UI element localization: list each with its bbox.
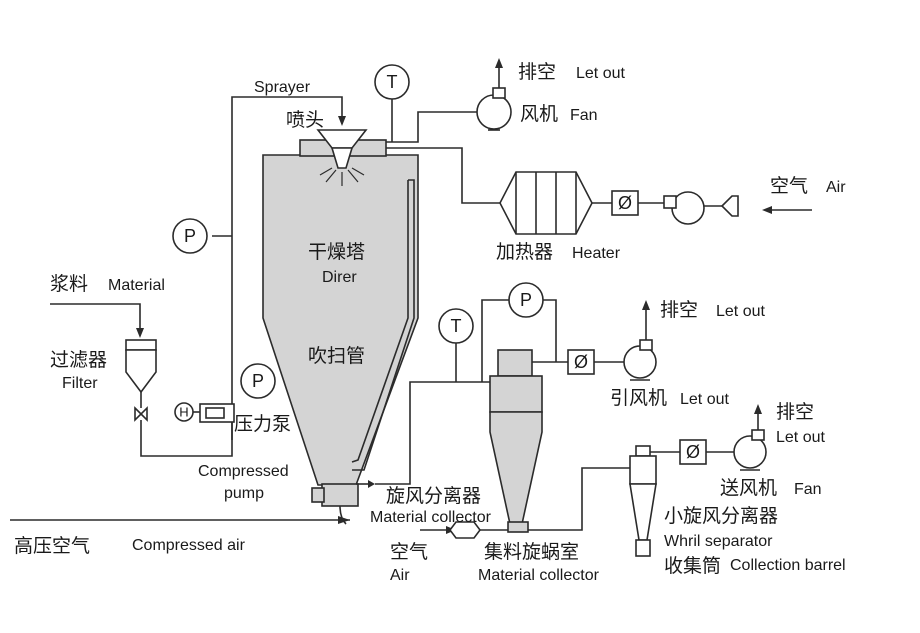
pressure-gauge-cyclone <box>508 282 544 318</box>
label-pump-en2: pump <box>224 485 264 502</box>
label-cyclone-en: Material collector <box>370 509 492 526</box>
label-cyclone-zh: 旋风分离器 <box>386 485 481 507</box>
material-line <box>50 303 141 330</box>
letout-right-arrow <box>754 404 762 414</box>
air-inlet-filter <box>720 195 739 217</box>
label-barrel-zh: 收集筒 <box>664 555 721 577</box>
blower-fan <box>733 435 767 469</box>
small-cyclone-body <box>629 455 657 485</box>
label-material-en: Material <box>108 277 165 294</box>
filter-body <box>125 349 157 394</box>
small-cyclone-top <box>635 445 651 457</box>
blower-outlet <box>751 429 765 441</box>
air2-filter <box>449 521 481 539</box>
letout-mid-arrow <box>642 300 650 310</box>
label-letout-right-en: Let out <box>776 429 825 446</box>
damper-small <box>679 439 707 465</box>
label-air-en: Air <box>826 179 846 196</box>
label-fan-top-zh: 风机 <box>520 103 558 125</box>
label-hpair-zh: 高压空气 <box>14 535 90 557</box>
label-pump-en1: Compressed <box>198 463 289 480</box>
hot-air-line <box>386 147 500 204</box>
label-filter-en: Filter <box>62 375 98 392</box>
label-letout-right-zh: 排空 <box>776 401 814 423</box>
t1-symbol: T <box>387 72 398 92</box>
label-letout-mid-en: Let out <box>716 303 765 320</box>
label-letout-top-zh: 排空 <box>518 61 556 83</box>
damper3-symbol: Ø <box>686 442 700 462</box>
label-letout-mid-zh: 排空 <box>660 299 698 321</box>
p3-symbol: P <box>520 290 532 310</box>
t2-symbol: T <box>451 316 462 336</box>
sprayer-line <box>231 96 343 440</box>
fan-top-outlet <box>492 87 506 99</box>
p2-symbol: P <box>252 371 264 391</box>
drying-tower <box>262 154 419 486</box>
label-dryer-zh: 干燥塔 <box>308 241 365 263</box>
cyclone-body <box>489 375 543 413</box>
outlet-nozzle-left <box>311 487 325 503</box>
filter-valve <box>134 406 148 422</box>
collection-barrel <box>635 539 651 557</box>
label-letout-top-en: Let out <box>576 65 625 82</box>
pressure-gauge-tower <box>240 363 276 399</box>
label-pump-zh: 压力泵 <box>234 413 291 435</box>
label-collector-zh: 集料旋蜗室 <box>484 541 579 563</box>
label-fan-top-en: Fan <box>570 107 598 124</box>
fan-top <box>476 94 512 130</box>
label-filter-zh: 过滤器 <box>50 349 107 371</box>
label-heater-en: Heater <box>572 245 621 262</box>
outlet-curve <box>339 505 347 525</box>
outlet-arrow <box>368 480 375 488</box>
damper1-symbol: Ø <box>618 193 632 213</box>
label-small-cyclone-zh: 小旋风分离器 <box>664 505 778 527</box>
damper2-symbol: Ø <box>574 352 588 372</box>
p1-symbol: P <box>184 226 196 246</box>
spray-pattern <box>319 167 365 186</box>
pump-inner <box>205 407 225 419</box>
label-purge-zh: 吹扫管 <box>308 345 365 367</box>
exhaust-line-top <box>386 111 478 143</box>
tower-outlet <box>321 483 359 507</box>
label-dryer-en: Direr <box>322 269 357 286</box>
label-heater-zh: 加热器 <box>496 241 553 263</box>
filter-top <box>125 339 157 351</box>
induced-fan-outlet <box>639 339 653 351</box>
label-blower-zh: 送风机 <box>720 477 777 499</box>
label-hpair-en: Compressed air <box>132 537 246 554</box>
material-arrow <box>136 328 144 338</box>
heater <box>499 171 593 235</box>
collector-to-small-cyclone <box>528 467 630 531</box>
label-barrel-en: Collection barrel <box>730 557 846 574</box>
small-cyclone-cone <box>629 483 657 541</box>
air-inlet-arrow <box>762 206 772 214</box>
label-nozzle-zh: 喷头 <box>286 109 324 131</box>
purge-pipe-inner <box>351 180 409 463</box>
label-induced-fan-zh: 引风机 <box>610 387 667 409</box>
hand-symbol: H <box>179 405 188 420</box>
air-fan-outlet <box>663 195 677 209</box>
label-blower-en: Fan <box>794 481 822 498</box>
label-air2-zh: 空气 <box>390 541 428 563</box>
filter-to-pump <box>140 420 233 457</box>
label-material-zh: 浆料 <box>50 273 88 295</box>
label-air2-en: Air <box>390 567 410 584</box>
label-induced-fan-en: Let out <box>680 391 729 408</box>
sprayer-arrow <box>338 116 346 126</box>
label-sprayer-en: Sprayer <box>254 79 311 96</box>
material-collector-box <box>507 521 529 533</box>
label-air-zh: 空气 <box>770 175 808 197</box>
cyclone-cone <box>489 411 543 525</box>
purge-pipe <box>352 179 415 471</box>
cyclone-outlet <box>497 349 533 377</box>
tower-to-cyclone <box>375 381 490 485</box>
letout-top-arrow <box>495 58 503 68</box>
pressure-gauge-feed <box>172 218 208 254</box>
compressed-air-arrow <box>338 516 350 524</box>
nozzle-tip <box>330 147 354 169</box>
label-small-cyclone-en: Whril separator <box>664 533 773 550</box>
label-collector-en: Material collector <box>478 567 600 584</box>
